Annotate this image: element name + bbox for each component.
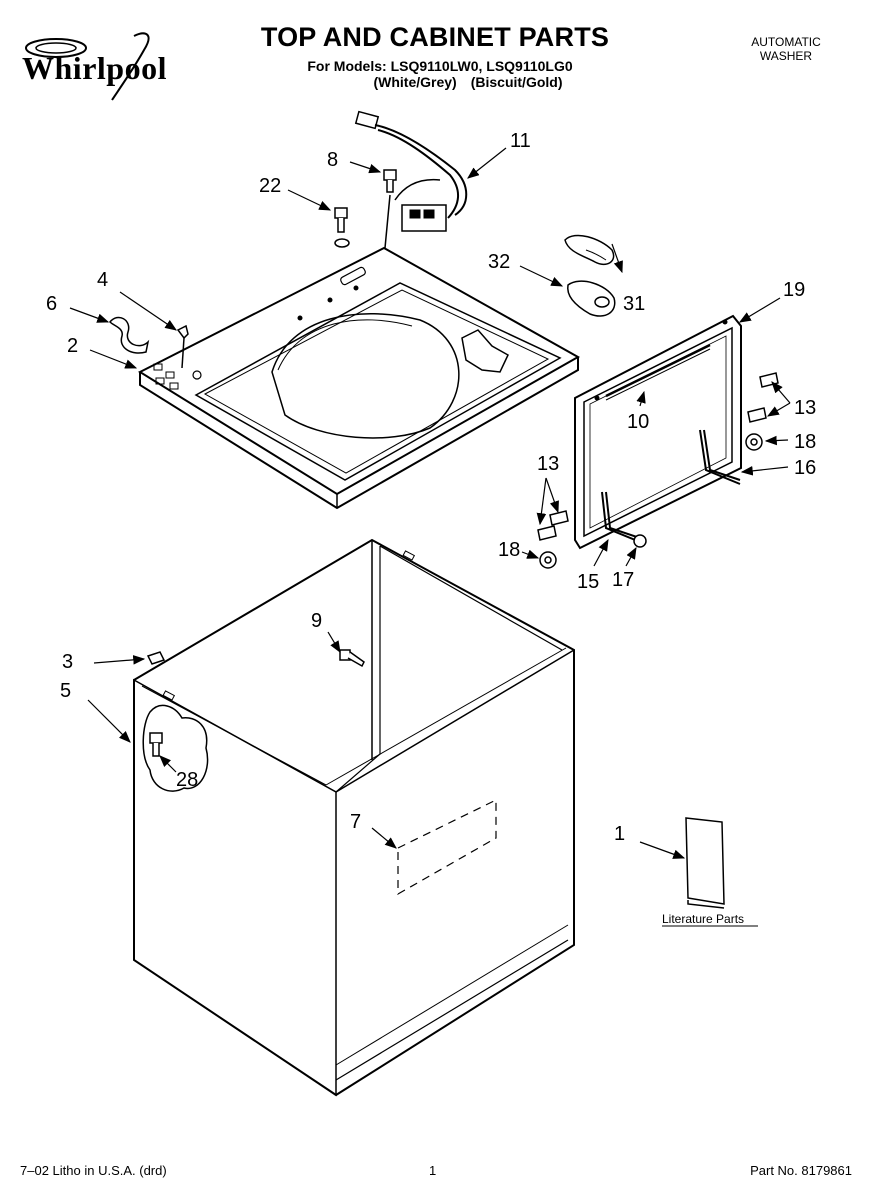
color-variants: (White/Grey) (Biscuit/Gold) [230, 74, 650, 90]
callout-9: 9 [311, 610, 322, 632]
screw-part-8 [383, 169, 397, 193]
callout-32: 32 [488, 251, 510, 273]
lid-part [574, 314, 742, 550]
literature-parts-label: Literature Parts [662, 912, 744, 926]
callout-18-left: 18 [498, 539, 520, 561]
lid-bumper-part-31 [564, 234, 615, 266]
screw-part-22 [334, 207, 350, 248]
screw-part-13-left [537, 510, 569, 541]
category-line-1: AUTOMATIC [751, 35, 821, 49]
callout-6: 6 [46, 293, 57, 315]
callout-4: 4 [97, 269, 108, 291]
page-number: 1 [429, 1163, 437, 1178]
callout-7: 7 [350, 811, 361, 833]
screw-part-13-right [747, 372, 779, 423]
callout-19: 19 [783, 279, 805, 301]
page-title: TOP AND CABINET PARTS [260, 22, 610, 52]
bushing-part-18-right [745, 433, 763, 451]
callout-5: 5 [60, 680, 71, 702]
callout-2: 2 [67, 335, 78, 357]
callout-1: 1 [614, 823, 625, 845]
logo-wordmark: Whirlpool [22, 50, 167, 86]
spacer-part-17 [633, 534, 647, 548]
whirlpool-logo: Whirlpool [16, 28, 176, 108]
logo-swirl-graphic [25, 32, 150, 101]
lid-bumper-part-32 [567, 280, 616, 317]
callout-22: 22 [259, 175, 281, 197]
wire-harness-part [354, 110, 468, 249]
top-panel-part [137, 246, 581, 510]
hinge-clip-part-6 [108, 316, 150, 354]
callout-28: 28 [176, 769, 198, 791]
part-number: Part No. 8179861 [750, 1163, 852, 1178]
bushing-part-18-left [539, 551, 557, 569]
literature-booklet-part [685, 817, 725, 909]
hinge-rod-part-16 [699, 429, 741, 485]
callout-16: 16 [794, 457, 816, 479]
print-info: 7–02 Litho in U.S.A. (drd) [20, 1163, 167, 1178]
cutaway-detail [142, 704, 209, 792]
callout-3: 3 [62, 651, 73, 673]
color-variant-2: (Biscuit/Gold) [470, 74, 563, 90]
wire-clip-part-4 [176, 324, 189, 369]
callout-numbers: 11 8 22 32 31 19 4 6 2 10 13 18 16 13 18… [46, 130, 816, 845]
models-line: For Models: LSQ9110LW0, LSQ9110LG0 [307, 58, 573, 74]
callout-13-right: 13 [794, 397, 816, 419]
clip-part-3 [146, 651, 166, 665]
callout-11: 11 [510, 130, 531, 152]
cabinet-part [133, 538, 575, 1097]
callout-15: 15 [577, 571, 599, 593]
callout-13-left: 13 [537, 453, 559, 475]
callout-17: 17 [612, 569, 634, 591]
color-variant-1: (White/Grey) [373, 74, 457, 90]
callout-8: 8 [327, 149, 338, 171]
category-line-2: WASHER [759, 49, 813, 63]
hinge-rod-part-15 [601, 491, 641, 543]
callout-31: 31 [623, 293, 645, 315]
callout-18-right: 18 [794, 431, 816, 453]
appliance-category: AUTOMATIC WASHER [720, 35, 852, 63]
screw-part-9 [339, 649, 365, 668]
model-list: For Models: LSQ9110LW0, LSQ9110LG0 (Whit… [230, 58, 650, 90]
screw-part-28 [149, 732, 163, 757]
callout-10: 10 [627, 411, 649, 433]
leader-arrows [69, 147, 791, 859]
